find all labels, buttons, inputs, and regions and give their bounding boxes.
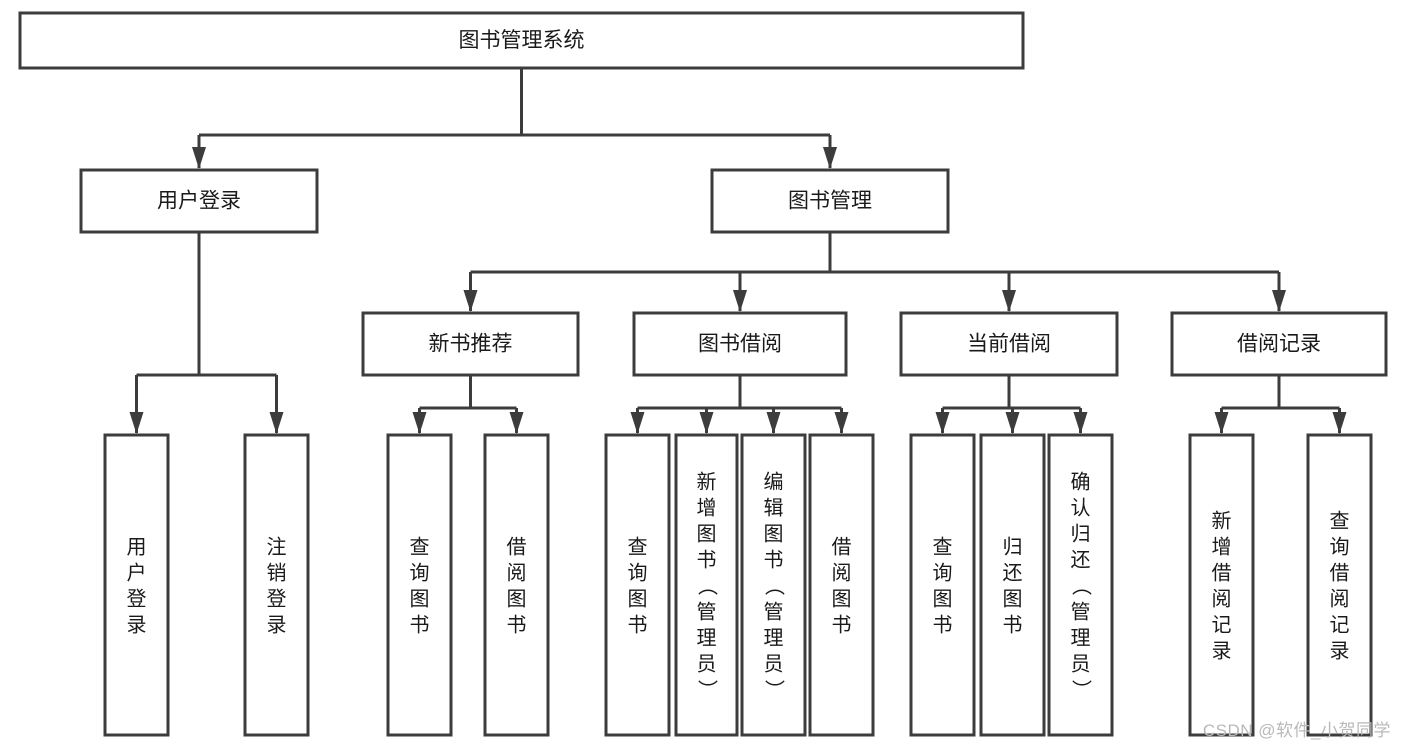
node-user-login[interactable]: 用户登录 [79,168,319,234]
edge-book-manage-arrow-1 [733,290,747,312]
node-leaf-confirm-return[interactable]: 确认归还（管理员） [1047,433,1114,737]
node-book-manage-rect [710,168,950,234]
node-current-borrow-label: 当前借阅 [967,333,1051,356]
node-leaf-user-logout-label: 注销登录 [267,535,287,636]
node-leaf-add-record[interactable]: 新增借阅记录 [1188,433,1255,737]
node-leaf-query-book-3-label: 查询图书 [933,535,953,636]
edge-current-borrow-arrow-0 [935,412,950,434]
edge-root-arrow-0 [192,147,206,169]
node-current-borrow[interactable]: 当前借阅 [899,311,1119,377]
node-leaf-borrow-book-2-rect [808,433,875,737]
node-borrow-record-label: 借阅记录 [1237,333,1321,356]
node-leaf-borrow-book-1[interactable]: 借阅图书 [483,433,550,737]
node-leaf-confirm-return-rect [1047,433,1114,737]
node-leaf-user-login-rect [103,433,170,737]
node-root-图书管理系统-label: 图书管理系统 [459,29,585,52]
node-boxes: 图书管理系统用户登录图书管理新书推荐图书借阅当前借阅借阅记录用户登录注销登录查询… [18,11,1388,737]
node-book-borrow-label: 图书借阅 [698,333,782,356]
node-new-book-rec-label: 新书推荐 [429,333,513,356]
node-book-manage[interactable]: 图书管理 [710,168,950,234]
node-leaf-return-book[interactable]: 归还图书 [979,433,1046,737]
node-leaf-borrow-book-2-label: 借阅图书 [832,535,852,636]
edge-new-book-rec-arrow-1 [509,412,524,434]
node-leaf-query-book-1-label: 查询图书 [410,535,430,636]
edge-book-borrow-arrow-0 [630,412,645,434]
node-book-borrow[interactable]: 图书借阅 [632,311,848,377]
node-new-book-rec[interactable]: 新书推荐 [361,311,580,377]
node-leaf-query-record[interactable]: 查询借阅记录 [1306,433,1373,737]
node-leaf-return-book-rect [979,433,1046,737]
node-book-manage-label: 图书管理 [788,190,872,213]
node-leaf-query-book-3-rect [909,433,976,737]
node-root-图书管理系统-rect [18,11,1025,70]
node-book-borrow-rect [632,311,848,377]
edge-borrow-record-arrow-0 [1214,412,1229,434]
node-leaf-add-book-label: 新增图书（管理员） [697,470,718,701]
node-leaf-user-login-label: 用户登录 [127,536,147,636]
node-leaf-user-logout[interactable]: 注销登录 [243,433,310,737]
node-root-图书管理系统[interactable]: 图书管理系统 [18,11,1025,70]
node-borrow-record-rect [1170,311,1388,377]
edge-book-borrow-arrow-3 [834,412,849,434]
connector-lines [129,68,1347,434]
node-borrow-record[interactable]: 借阅记录 [1170,311,1388,377]
edge-user-login-arrow-1 [269,412,284,434]
node-leaf-query-book-1-rect [386,433,453,737]
node-leaf-add-book[interactable]: 新增图书（管理员） [674,433,739,737]
node-leaf-query-book-2-rect [604,433,671,737]
node-leaf-query-book-1[interactable]: 查询图书 [386,433,453,737]
node-leaf-add-record-label: 新增借阅记录 [1212,509,1232,662]
node-current-borrow-rect [899,311,1119,377]
node-user-login-label: 用户登录 [157,190,241,213]
node-leaf-borrow-book-1-label: 借阅图书 [507,535,527,636]
node-new-book-rec-rect [361,311,580,377]
edge-borrow-record-arrow-1 [1332,412,1347,434]
node-leaf-query-record-label: 查询借阅记录 [1330,509,1350,662]
node-leaf-query-book-2-label: 查询图书 [628,535,648,636]
node-leaf-user-login[interactable]: 用户登录 [103,433,170,737]
edge-current-borrow-arrow-2 [1073,412,1088,434]
node-leaf-edit-book-rect [740,433,807,737]
edge-user-login-arrow-0 [129,412,144,434]
node-leaf-user-logout-rect [243,433,310,737]
edge-root-arrow-1 [823,147,837,169]
node-leaf-edit-book-label: 编辑图书（管理员） [764,470,785,701]
node-leaf-edit-book[interactable]: 编辑图书（管理员） [740,433,807,737]
node-leaf-confirm-return-label: 确认归还（管理员） [1071,470,1092,701]
edge-book-borrow-arrow-2 [766,412,781,434]
node-leaf-query-book-3[interactable]: 查询图书 [909,433,976,737]
edge-book-manage-arrow-2 [1002,290,1016,312]
node-leaf-return-book-label: 归还图书 [1003,535,1023,636]
edge-new-book-rec-arrow-0 [412,412,427,434]
node-leaf-add-book-rect [674,433,739,737]
edge-book-borrow-arrow-1 [699,412,714,434]
edge-book-manage-arrow-0 [463,290,478,312]
node-leaf-add-record-rect [1188,433,1255,737]
node-user-login-rect [79,168,319,234]
edge-current-borrow-arrow-1 [1005,412,1020,434]
node-leaf-query-record-rect [1306,433,1373,737]
node-leaf-borrow-book-2[interactable]: 借阅图书 [808,433,875,737]
node-leaf-query-book-2[interactable]: 查询图书 [604,433,671,737]
edge-book-manage-arrow-3 [1272,290,1286,312]
node-leaf-borrow-book-1-rect [483,433,550,737]
